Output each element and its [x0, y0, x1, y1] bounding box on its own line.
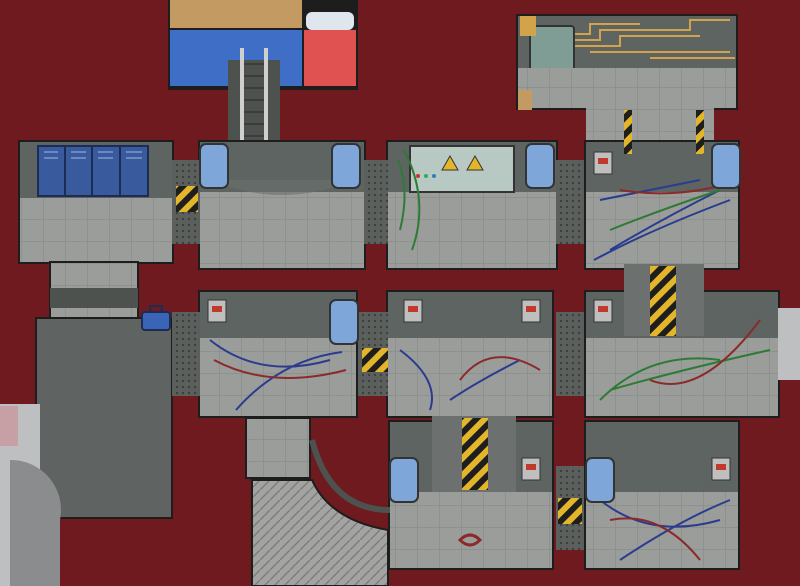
vent-tunnel	[251, 439, 391, 586]
toolbox-icon[interactable]	[141, 305, 171, 331]
bedroom-area	[168, 0, 358, 90]
locker-icon[interactable]	[37, 145, 149, 197]
west-hall	[0, 305, 173, 586]
tank-icon[interactable]	[199, 143, 741, 503]
terminal-icon[interactable]	[207, 151, 731, 481]
high-voltage-warning-icon[interactable]	[409, 145, 515, 193]
hazard-stripe-icon[interactable]	[176, 110, 704, 524]
locker-room	[18, 140, 174, 319]
upper-right-room	[516, 14, 738, 168]
cabinet-icon[interactable]	[529, 25, 575, 75]
east-lab-room	[584, 290, 800, 418]
office-room	[198, 290, 358, 479]
